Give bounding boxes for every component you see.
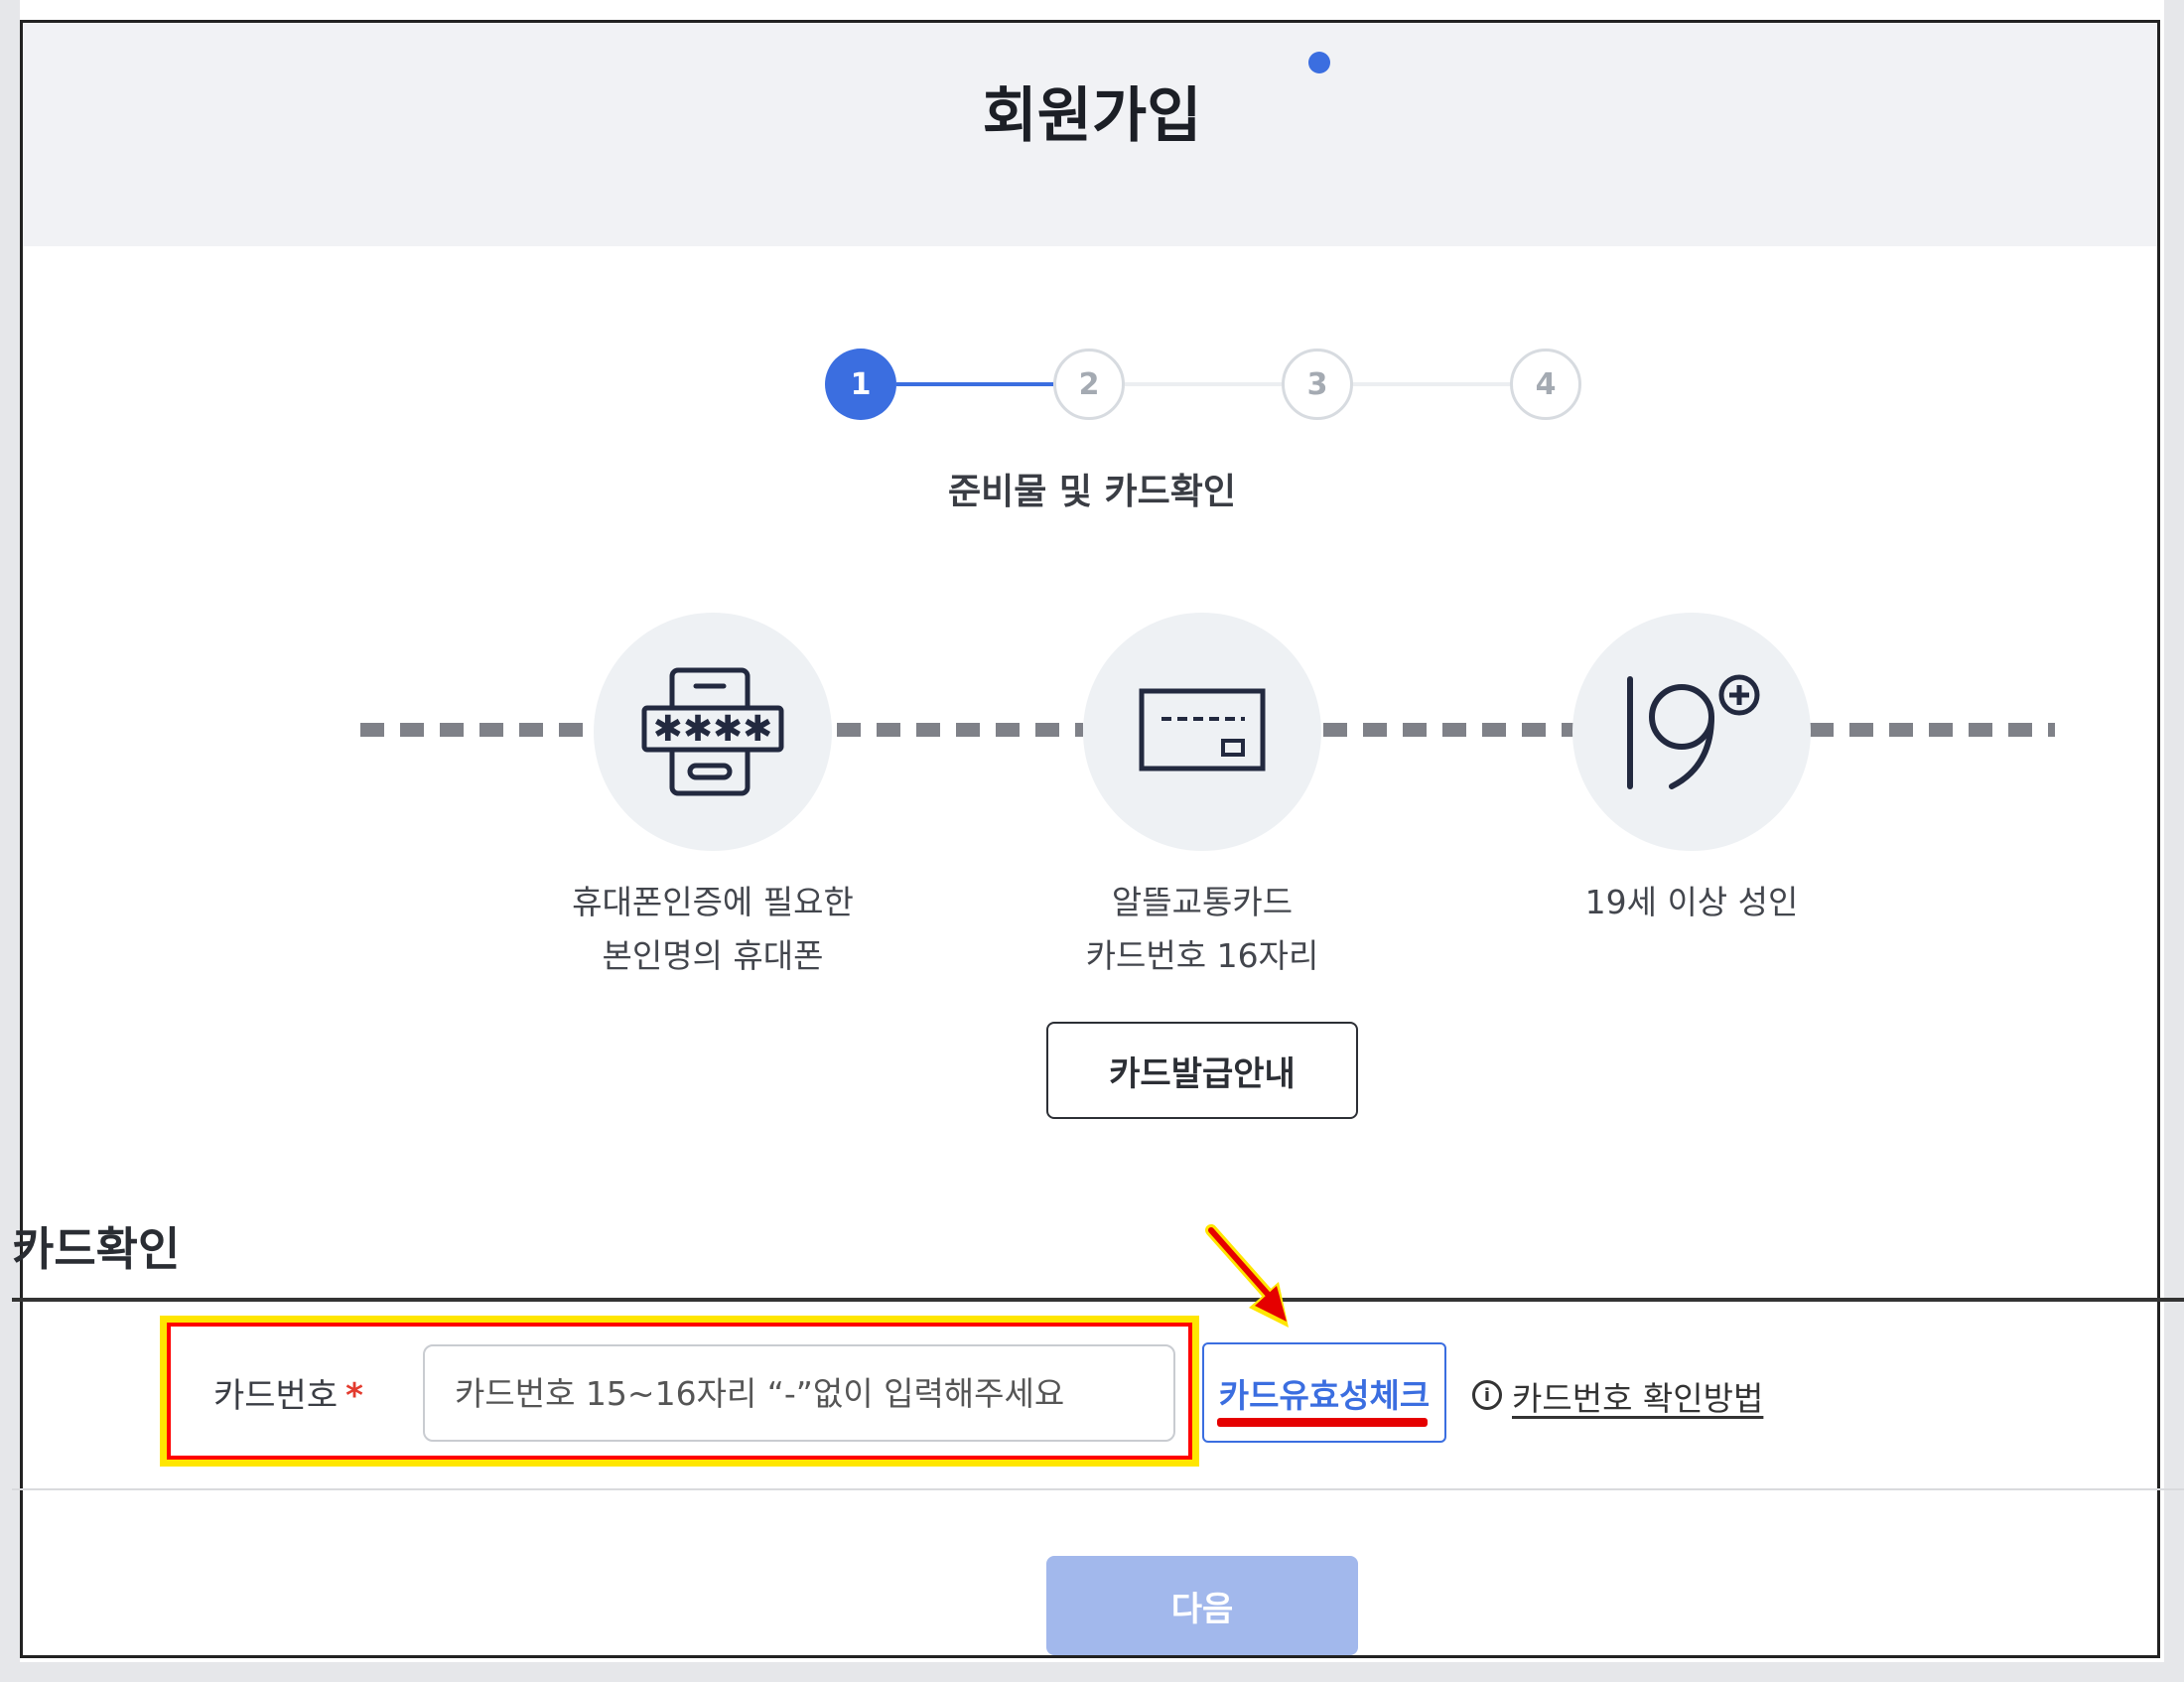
requirement-age-line1: 19세 이상 성인 (1584, 883, 1799, 921)
requirement-card-line2: 카드번호 16자리 (1085, 936, 1319, 975)
age-19-plus-icon (1627, 674, 1760, 789)
section-divider-bottom (12, 1488, 2184, 1490)
window-edge-right (2164, 0, 2184, 1682)
requirement-phone-text: 휴대폰인증에 필요한 본인명의 휴대폰 (504, 876, 921, 983)
section-divider-top (12, 1298, 2184, 1302)
card-validity-check-label: 카드유효성체크 (1218, 1375, 1431, 1415)
step-1: 1 (825, 349, 896, 420)
card-section-title: 카드확인 (12, 1222, 181, 1276)
card-number-label-text: 카드번호 (213, 1376, 339, 1416)
dashed-connector (1810, 723, 2055, 737)
step-connector-2 (1125, 382, 1282, 386)
step-connector-3 (1353, 382, 1510, 386)
window-edge-left (0, 0, 20, 1682)
title-accent-dot (1308, 52, 1330, 73)
requirement-card-line1: 알뜰교통카드 (1111, 883, 1294, 921)
card-number-input[interactable] (423, 1344, 1175, 1442)
current-step-label: 준비물 및 카드확인 (947, 472, 1237, 512)
card-validity-check-button[interactable]: 카드유효성체크 (1202, 1342, 1446, 1443)
page-header (23, 23, 2157, 246)
card-number-label: 카드번호* (213, 1368, 363, 1417)
step-connector-1 (896, 382, 1053, 386)
window-edge-bottom (0, 1662, 2184, 1682)
page-title: 회원가입 (982, 81, 1202, 151)
dashed-connector (837, 723, 1083, 737)
requirement-phone-line2: 본인명의 휴대폰 (602, 936, 824, 975)
card-issuance-guide-button[interactable]: 카드발급안내 (1046, 1022, 1358, 1119)
dashed-connector (360, 723, 583, 737)
step-2: 2 (1053, 349, 1125, 420)
required-mark: * (345, 1376, 363, 1416)
requirement-card (1083, 613, 1321, 851)
requirement-phone: ✱✱✱✱ (594, 613, 832, 851)
svg-text:✱✱✱✱: ✱✱✱✱ (653, 709, 773, 750)
card-number-help-link[interactable]: 카드번호 확인방법 (1512, 1379, 1764, 1418)
annotation-arrow-icon (1205, 1224, 1289, 1328)
annotation-red-underline (1217, 1418, 1428, 1427)
phone-password-icon: ✱✱✱✱ (641, 667, 784, 796)
info-icon: i (1472, 1380, 1502, 1410)
next-button[interactable]: 다음 (1046, 1556, 1358, 1655)
step-3: 3 (1282, 349, 1353, 420)
annotation-highlight-box (163, 1319, 1196, 1464)
requirement-age-text: 19세 이상 성인 (1483, 876, 1900, 929)
requirement-card-text: 알뜰교통카드 카드번호 16자리 (994, 876, 1411, 983)
requirement-phone-line1: 휴대폰인증에 필요한 (572, 883, 854, 921)
credit-card-icon (1139, 688, 1266, 771)
requirement-age (1572, 613, 1811, 851)
step-4: 4 (1510, 349, 1581, 420)
dashed-connector (1323, 723, 1574, 737)
